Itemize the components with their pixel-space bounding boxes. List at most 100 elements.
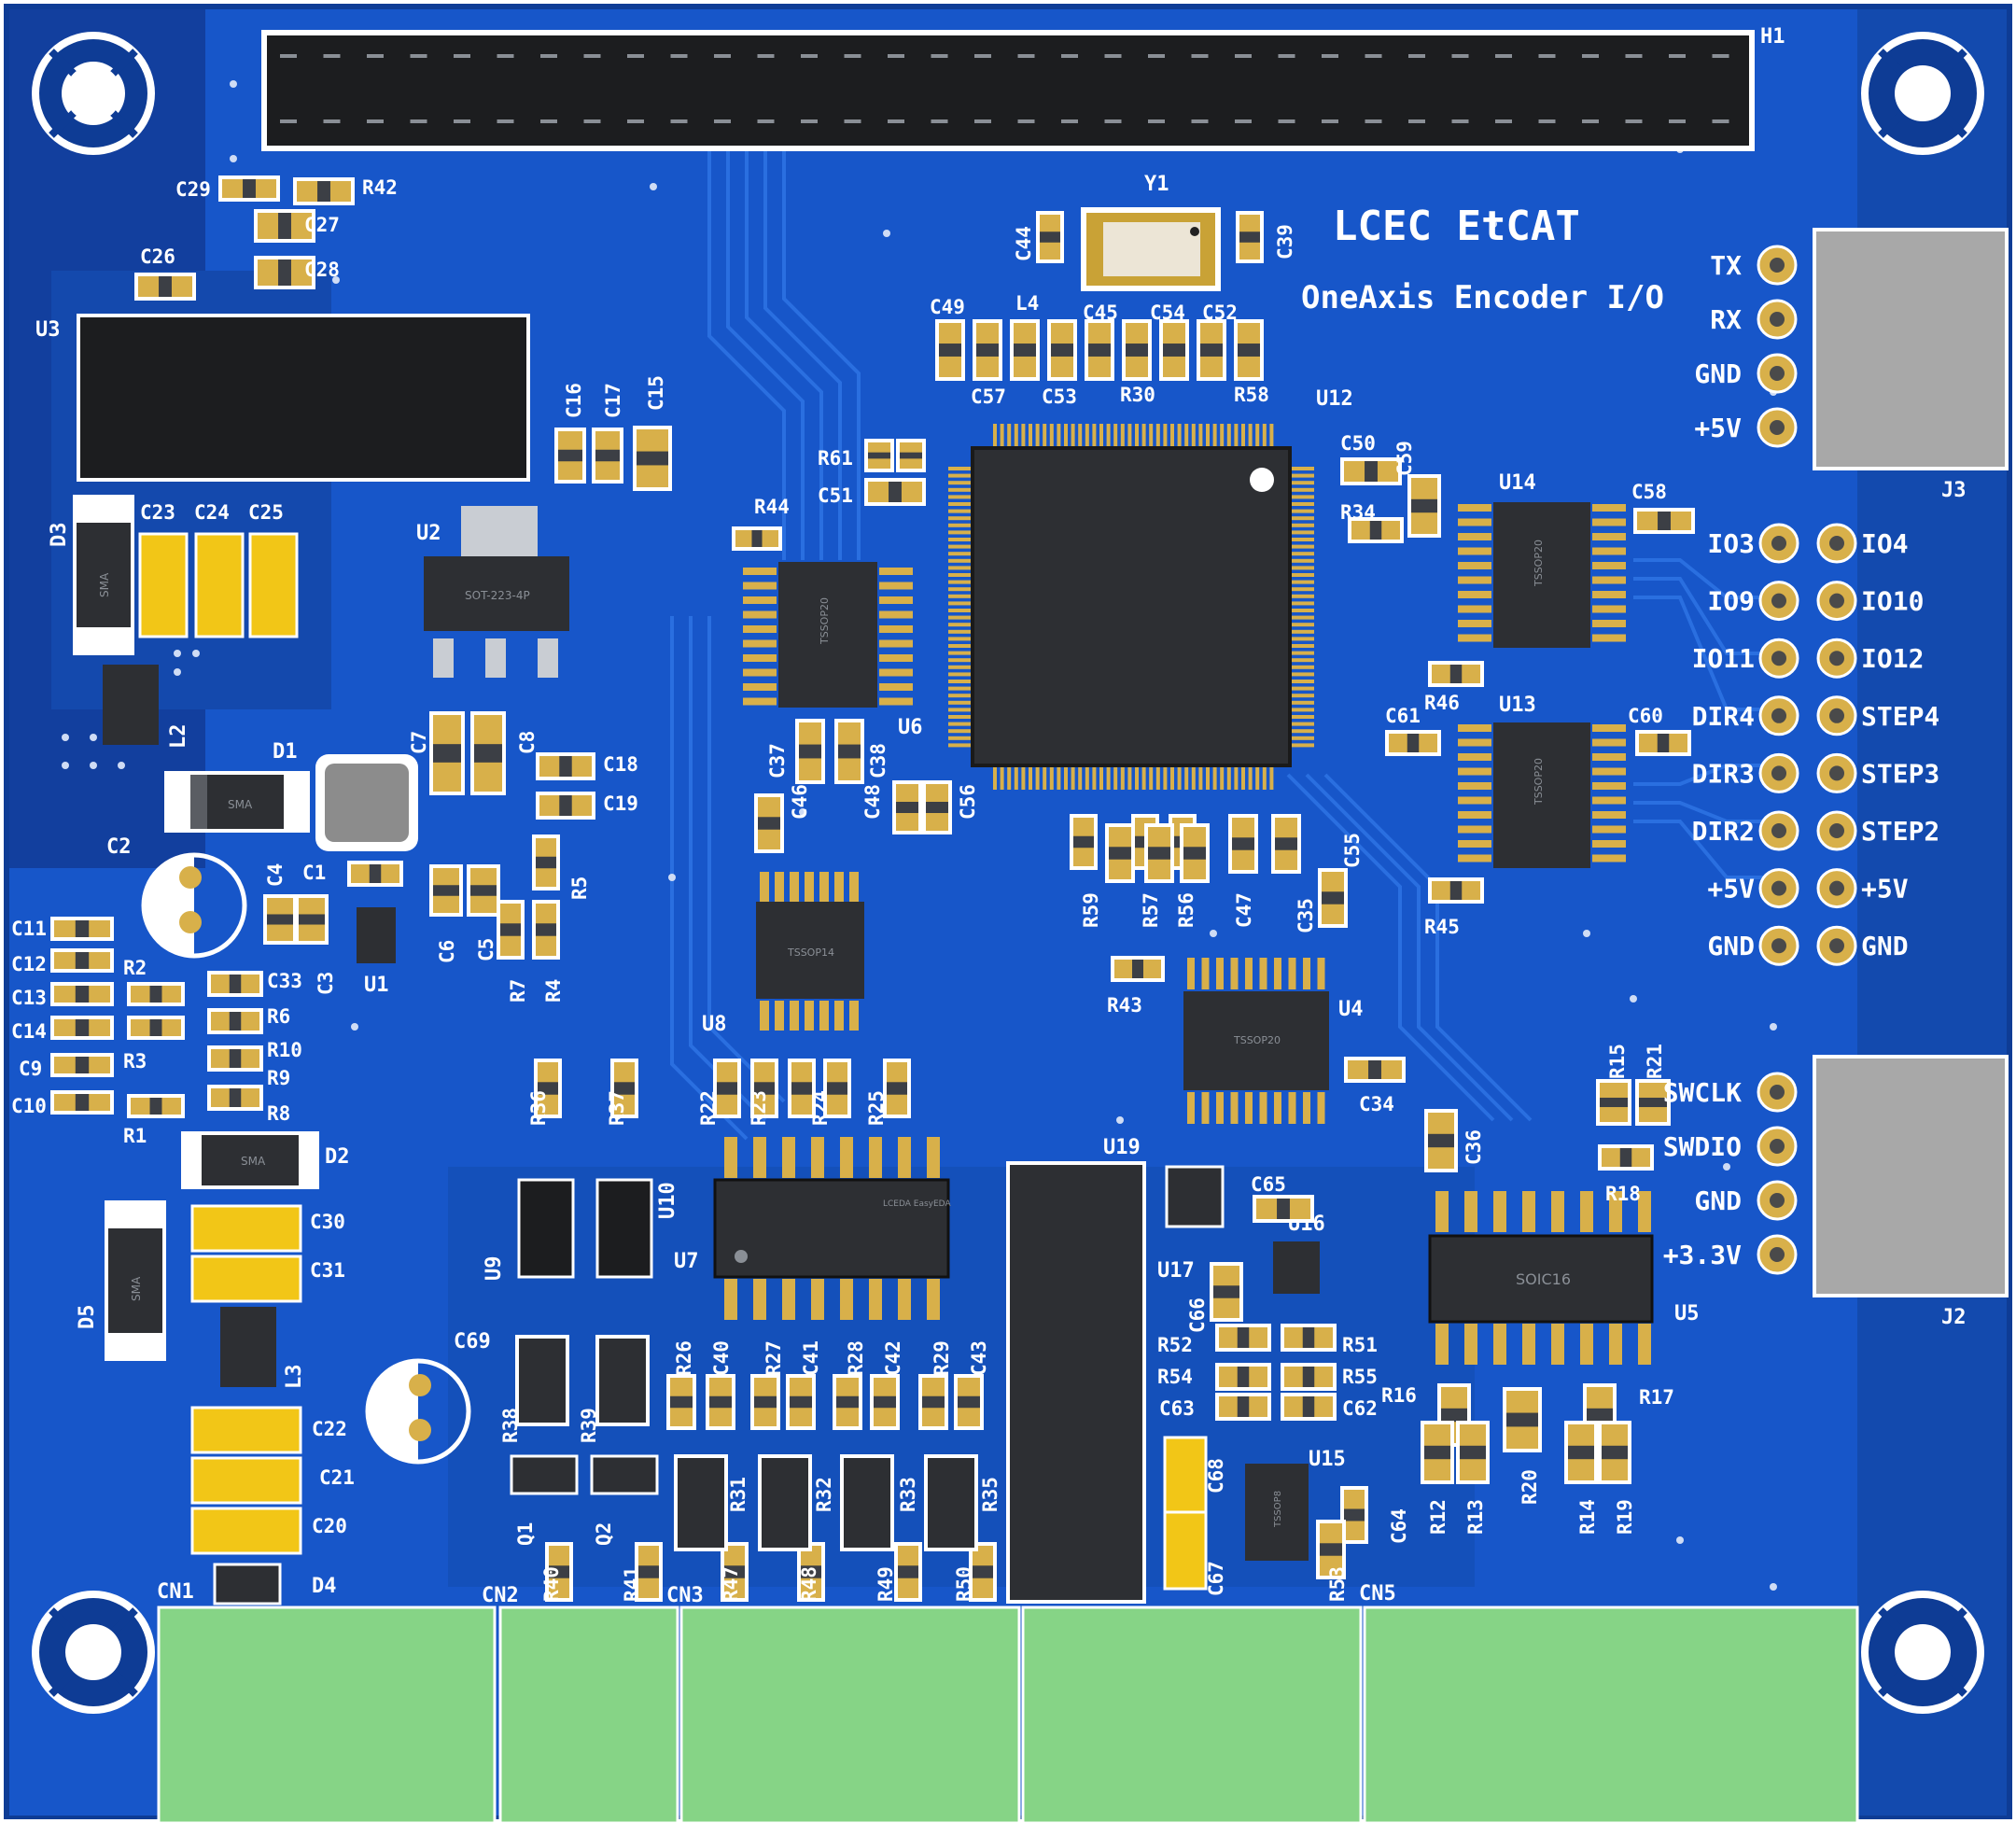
u7-chip (713, 1137, 950, 1320)
j2-connector[interactable] (1813, 1055, 2009, 1297)
pin-label: IO12 (1861, 643, 1924, 674)
r37-label: R37 (606, 1090, 628, 1126)
c58-label: C58 (1631, 481, 1667, 503)
c51-label: C51 (818, 484, 853, 507)
pin-label: IO3 (1707, 528, 1755, 559)
pin-label: +3.3V (1663, 1240, 1742, 1270)
c23-label: C23 (140, 501, 175, 524)
c41-label: C41 (800, 1340, 822, 1376)
l3-inductor (220, 1307, 276, 1387)
pin-header-icon[interactable] (261, 30, 1755, 151)
c1-label: C1 (302, 862, 326, 884)
c36-label: C36 (1463, 1129, 1485, 1165)
c35-label: C35 (1295, 898, 1317, 933)
pin-label: RX (1710, 304, 1742, 335)
c7-label: C7 (408, 731, 430, 754)
u12-mcu (948, 424, 1314, 790)
pin-label: GND (1694, 1185, 1742, 1216)
mounting-hole-icon (32, 32, 155, 155)
u2-package: SOT-223-4P (465, 589, 530, 602)
r29-label: R29 (931, 1340, 953, 1376)
u3-chip (77, 314, 530, 482)
d1-diode (164, 771, 310, 833)
c37-label: C37 (766, 743, 789, 778)
pin-label: GND (1861, 931, 1909, 961)
r21-label: R21 (1644, 1044, 1666, 1079)
r17-label: R17 (1639, 1386, 1674, 1409)
r54-label: R54 (1157, 1366, 1193, 1388)
c17-label: C17 (602, 383, 624, 418)
u15-package: TSSOP8 (1273, 1491, 1283, 1528)
r25-label: R25 (865, 1090, 888, 1126)
terminal-block-icon[interactable] (157, 1606, 1859, 1823)
c11-label: C11 (11, 918, 47, 940)
cn1-label: CN1 (157, 1580, 194, 1604)
u19-chip (1006, 1161, 1146, 1604)
u13-chip (1458, 722, 1626, 868)
d1-label: D1 (273, 740, 298, 764)
c26-label: C26 (140, 245, 175, 268)
c57-label: C57 (971, 386, 1006, 408)
h1-label: H1 (1760, 25, 1785, 49)
c67-label: C67 (1205, 1561, 1227, 1596)
trace-layer (670, 140, 1773, 1141)
r43-label: R43 (1107, 994, 1142, 1017)
r47-label: R47 (720, 1566, 742, 1602)
u5-package: SOIC16 (1516, 1270, 1571, 1288)
r30-label: R30 (1120, 384, 1155, 406)
pin-label: IO11 (1692, 643, 1755, 674)
y1-crystal (1081, 207, 1221, 291)
r46-label: R46 (1424, 692, 1460, 714)
d4-label: D4 (312, 1575, 337, 1598)
c46-label: C46 (789, 784, 811, 820)
r52-label: R52 (1157, 1334, 1193, 1356)
u17-label: U17 (1157, 1259, 1195, 1283)
passive-components (50, 175, 1695, 1602)
c9-label: C9 (19, 1058, 42, 1080)
r8-label: R8 (267, 1102, 290, 1125)
cn3-label: CN3 (666, 1584, 704, 1607)
r6-label: R6 (267, 1005, 290, 1028)
c47-label: C47 (1233, 892, 1255, 928)
mounting-hole-icon (1861, 32, 1984, 155)
mounting-hole-icon (1861, 1591, 1984, 1714)
r57-label: R57 (1140, 892, 1162, 928)
pin-label: STEP4 (1861, 701, 1939, 732)
r5-label: R5 (568, 876, 591, 900)
r3-label: R3 (123, 1050, 147, 1073)
j2-label: J2 (1941, 1306, 1967, 1329)
c52-label: C52 (1202, 301, 1238, 324)
r27-label: R27 (763, 1340, 785, 1376)
pin-label: IO4 (1861, 528, 1909, 559)
u4-label: U4 (1338, 998, 1364, 1021)
c38-label: C38 (867, 743, 889, 778)
c62-label: C62 (1342, 1397, 1378, 1420)
c20-label: C20 (312, 1515, 347, 1537)
l3-label: L3 (283, 1365, 306, 1390)
r36-label: R36 (527, 1090, 550, 1126)
u8-chip (756, 872, 864, 1031)
u5-label: U5 (1674, 1302, 1700, 1325)
r28-label: R28 (845, 1340, 867, 1376)
u1-chip (357, 907, 396, 963)
r14-label: R14 (1576, 1499, 1599, 1535)
r38-label: R38 (499, 1408, 522, 1443)
pin-label: GND (1694, 358, 1742, 389)
c27-label: C27 (304, 214, 340, 236)
c66-label: C66 (1186, 1297, 1209, 1333)
u14-label: U14 (1499, 471, 1536, 495)
c10-label: C10 (11, 1095, 47, 1117)
j3-connector[interactable] (1813, 228, 2009, 470)
u1-label: U1 (364, 974, 389, 997)
pin-label: STEP2 (1861, 816, 1939, 847)
u2-label: U2 (416, 522, 441, 545)
c44-label: C44 (1013, 226, 1035, 261)
r9-label: R9 (267, 1067, 290, 1089)
r48-label: R48 (798, 1566, 820, 1602)
d1-package: SMA (228, 798, 253, 811)
c2-label: C2 (106, 835, 132, 859)
c25-label: C25 (248, 501, 284, 524)
c48-label: C48 (861, 784, 884, 820)
c43-label: C43 (968, 1340, 990, 1376)
r23-label: R23 (748, 1090, 770, 1126)
